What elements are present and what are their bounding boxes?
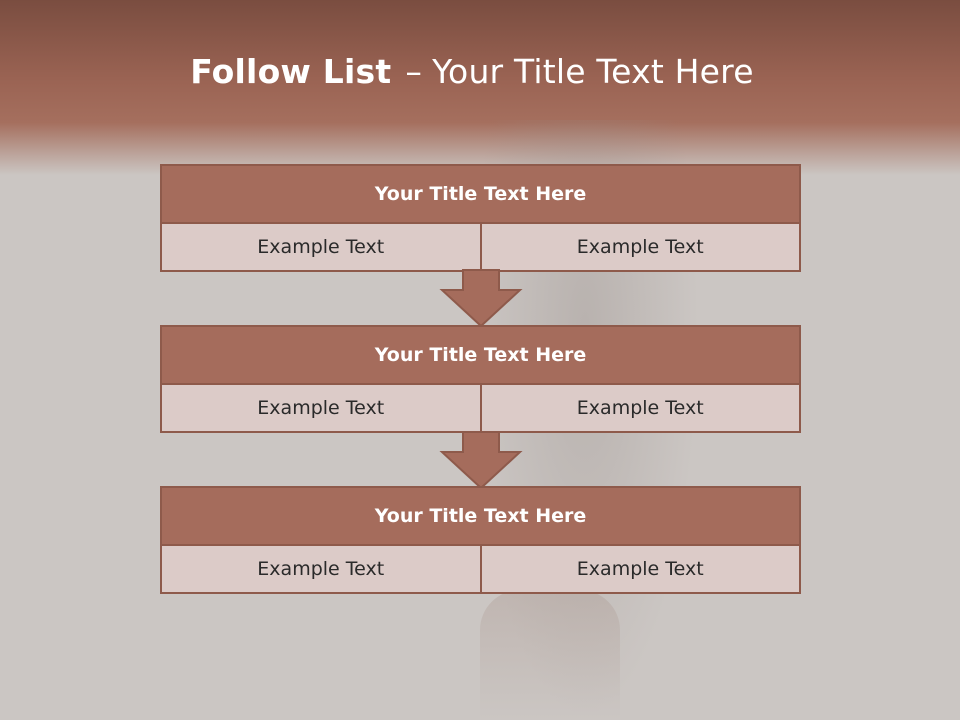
step-title: Your Title Text Here xyxy=(162,166,799,224)
step-cell-left: Example Text xyxy=(162,224,480,270)
down-arrow-icon xyxy=(439,269,523,328)
step-cell-left: Example Text xyxy=(162,385,480,431)
step-row: Example Text Example Text xyxy=(162,385,799,431)
step-cell-right: Example Text xyxy=(479,224,799,270)
step-cell-right: Example Text xyxy=(479,546,799,592)
step-title: Your Title Text Here xyxy=(162,327,799,385)
background-figure-legs xyxy=(480,590,620,720)
step-cell-right: Example Text xyxy=(479,385,799,431)
title-rest: Your Title Text Here xyxy=(432,52,754,91)
step-row: Example Text Example Text xyxy=(162,546,799,592)
down-arrow-icon xyxy=(439,431,523,490)
step-block-3: Your Title Text Here Example Text Exampl… xyxy=(160,486,801,594)
step-block-1: Your Title Text Here Example Text Exampl… xyxy=(160,164,801,272)
step-cell-left: Example Text xyxy=(162,546,480,592)
step-title: Your Title Text Here xyxy=(162,488,799,546)
title-separator: – xyxy=(405,52,423,91)
step-block-2: Your Title Text Here Example Text Exampl… xyxy=(160,325,801,433)
slide-title: Follow List–Your Title Text Here xyxy=(0,52,944,91)
title-bold: Follow List xyxy=(190,52,392,91)
header-band xyxy=(0,0,960,175)
step-row: Example Text Example Text xyxy=(162,224,799,270)
